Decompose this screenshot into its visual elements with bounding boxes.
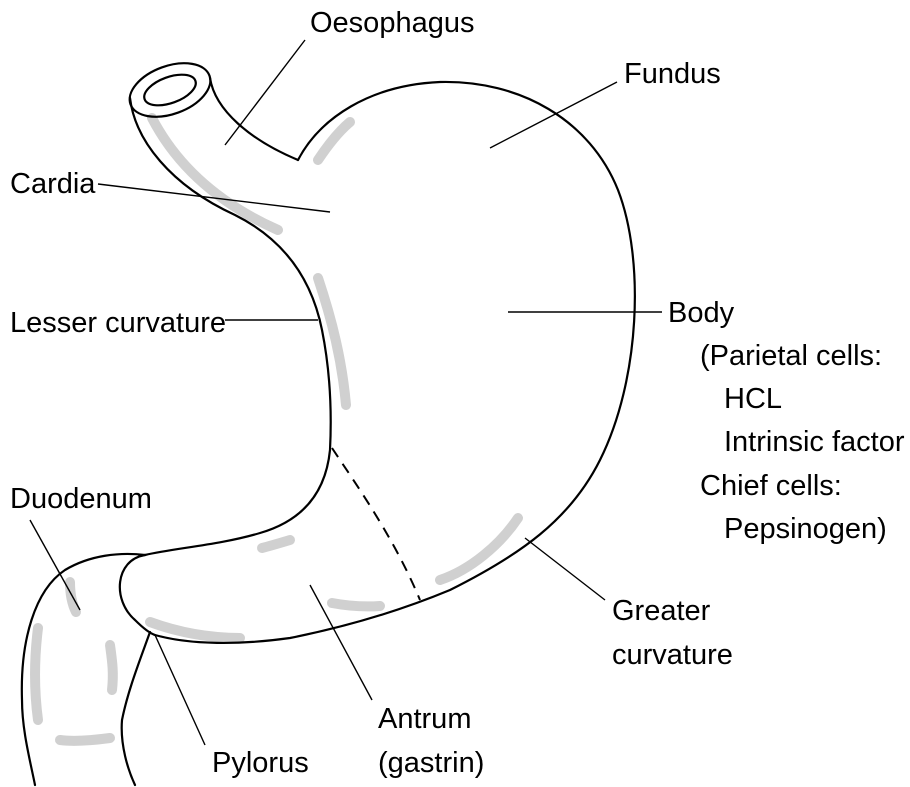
label-oesophagus: Oesophagus (310, 7, 474, 39)
wall-shading (35, 118, 518, 741)
label-antrum-gastrin: (gastrin) (378, 747, 484, 779)
leader-greater-curvature (525, 538, 605, 600)
label-body-parietal: (Parietal cells: (700, 340, 882, 372)
leader-oesophagus (225, 40, 305, 145)
label-body-intrinsic: Intrinsic factor (724, 426, 905, 458)
label-body: Body (668, 297, 735, 329)
label-cardia: Cardia (10, 168, 96, 200)
label-body-hcl: HCL (724, 383, 782, 415)
label-duodenum: Duodenum (10, 483, 152, 515)
label-lesser-curvature: Lesser curvature (10, 307, 226, 339)
label-pylorus: Pylorus (212, 747, 309, 779)
oesophagus-lumen (140, 69, 200, 112)
label-greater-curvature-1: Greater (612, 595, 711, 627)
leader-pylorus (155, 635, 205, 745)
labels: Oesophagus Fundus Cardia Lesser curvatur… (10, 7, 905, 779)
label-greater-curvature-2: curvature (612, 639, 733, 671)
label-body-pepsinogen: Pepsinogen) (724, 513, 887, 545)
label-fundus: Fundus (624, 58, 721, 90)
label-body-chief: Chief cells: (700, 470, 842, 502)
oesophagus-opening (122, 53, 217, 127)
label-antrum: Antrum (378, 703, 471, 735)
